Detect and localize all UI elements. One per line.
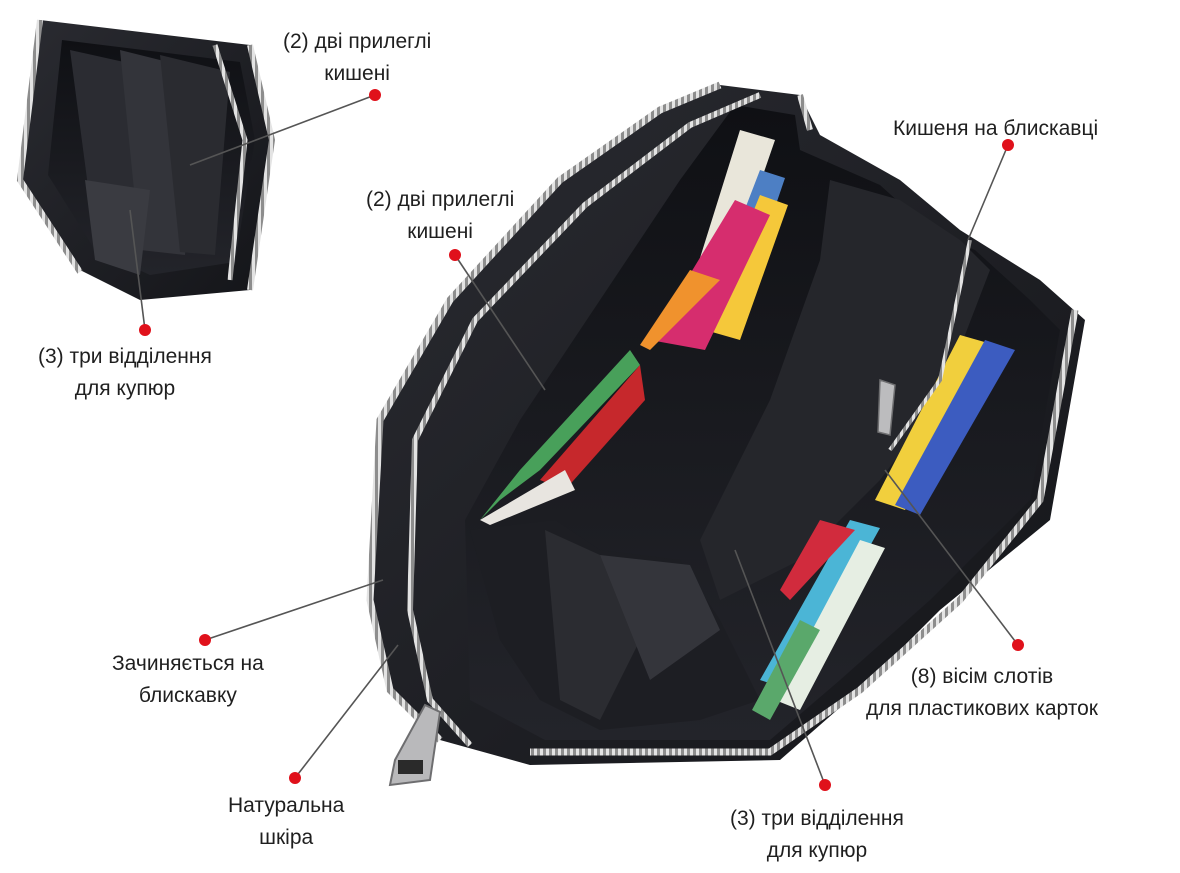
callout-main-compartments: (3) три відділення для купюр <box>730 803 904 867</box>
markers <box>139 89 1024 791</box>
leader-lines <box>129 94 1019 786</box>
callout-zipper-closure: Зачиняється на блискавку <box>112 648 264 712</box>
callout-main-pockets: (2) дві прилеглі кишені <box>366 184 514 248</box>
callout-card-slots: (8) вісім слотів для пластикових карток <box>866 661 1098 725</box>
callout-line: для купюр <box>766 839 868 862</box>
cards-right <box>752 335 1015 720</box>
callout-top-small-pockets: (2) дві прилеглі кишені <box>283 26 431 90</box>
callout-line: Натуральна <box>228 794 345 817</box>
callout-line: Кишеня на блискавці <box>893 117 1099 140</box>
red-dot-marker <box>449 249 461 261</box>
callout-line: (3) три відділення <box>38 345 212 368</box>
red-dot-marker <box>289 772 301 784</box>
callout-line: блискавку <box>138 684 237 707</box>
red-dot-marker <box>1012 639 1024 651</box>
large-wallet-image <box>366 81 1085 787</box>
red-dot-marker <box>369 89 381 101</box>
callout-zip-pocket: Кишеня на блискавці <box>893 113 1098 145</box>
callout-line: (2) дві прилеглі <box>366 188 515 211</box>
red-dot-marker <box>199 634 211 646</box>
small-wallet-image <box>16 19 276 300</box>
callout-line: для пластикових карток <box>866 697 1098 720</box>
red-dot-marker <box>819 779 831 791</box>
callout-line: кишені <box>407 220 473 243</box>
callout-line: (3) три відділення <box>730 807 904 830</box>
red-dot-marker <box>139 324 151 336</box>
callout-small-compartments: (3) три відділення для купюр <box>38 341 212 405</box>
callout-line: шкіра <box>259 826 314 849</box>
callout-genuine-leather: Натуральна шкіра <box>228 790 344 854</box>
callout-line: Зачиняється на <box>112 652 264 675</box>
cards-left <box>480 130 788 525</box>
callout-line: (2) дві прилеглі <box>283 30 432 53</box>
red-dot-marker <box>1002 139 1014 151</box>
callout-line: (8) вісім слотів <box>910 665 1054 688</box>
callout-line: кишені <box>324 62 390 85</box>
callout-line: для купюр <box>74 377 176 400</box>
